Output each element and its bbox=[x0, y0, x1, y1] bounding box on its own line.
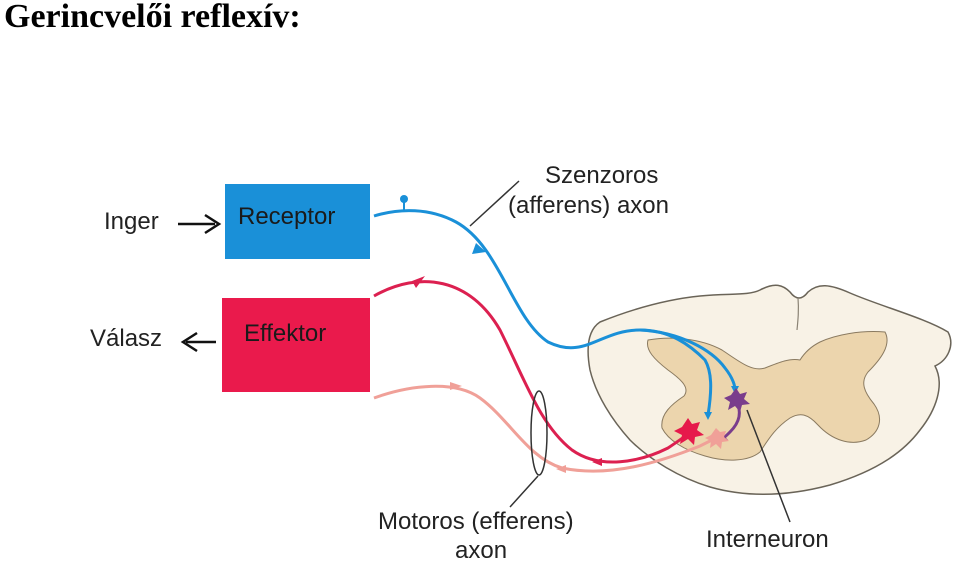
interneuron-label: Interneuron bbox=[706, 526, 829, 553]
receptor-label: Receptor bbox=[238, 203, 336, 230]
valasz-arrow bbox=[180, 331, 216, 353]
valasz-label: Válasz bbox=[90, 325, 163, 352]
sensory-axon-branch bbox=[639, 328, 737, 391]
interneuron-label-pointer bbox=[746, 409, 791, 523]
sensory-label-pointer bbox=[469, 180, 520, 227]
sensory-arrowhead bbox=[472, 243, 486, 254]
motor-secondary-arrowhead-2 bbox=[556, 465, 566, 473]
sensory-terminal-1 bbox=[704, 412, 712, 420]
interneuron-soma bbox=[724, 388, 750, 412]
sensory-axon bbox=[373, 209, 713, 416]
inger-arrow bbox=[178, 213, 222, 235]
dorsal-median-sulcus bbox=[796, 297, 800, 331]
sensory-axon-label-line2: (afferens) axon bbox=[508, 192, 669, 219]
nerve-bundle-ring bbox=[530, 390, 548, 476]
motor-label-pointer bbox=[509, 475, 539, 508]
motor-arrowhead-2 bbox=[592, 458, 602, 466]
motor-neuron-soma-secondary bbox=[705, 428, 729, 449]
page-title: Gerincvelői reflexív: bbox=[4, 0, 301, 35]
effektor-label: Effektor bbox=[244, 320, 327, 347]
motor-axon bbox=[373, 280, 692, 464]
motor-neuron-soma bbox=[674, 418, 704, 445]
inger-label: Inger bbox=[104, 208, 159, 235]
receptor-box bbox=[225, 184, 370, 259]
motor-axon-label-line2: axon bbox=[455, 537, 508, 564]
motor-secondary-arrowhead bbox=[450, 382, 462, 390]
motor-arrowhead bbox=[412, 276, 425, 288]
motor-axon-label-line1: Motoros (efferens) bbox=[378, 508, 574, 535]
sensory-axon-label-line1: Szenzoros bbox=[545, 162, 659, 189]
effektor-box bbox=[222, 298, 370, 392]
